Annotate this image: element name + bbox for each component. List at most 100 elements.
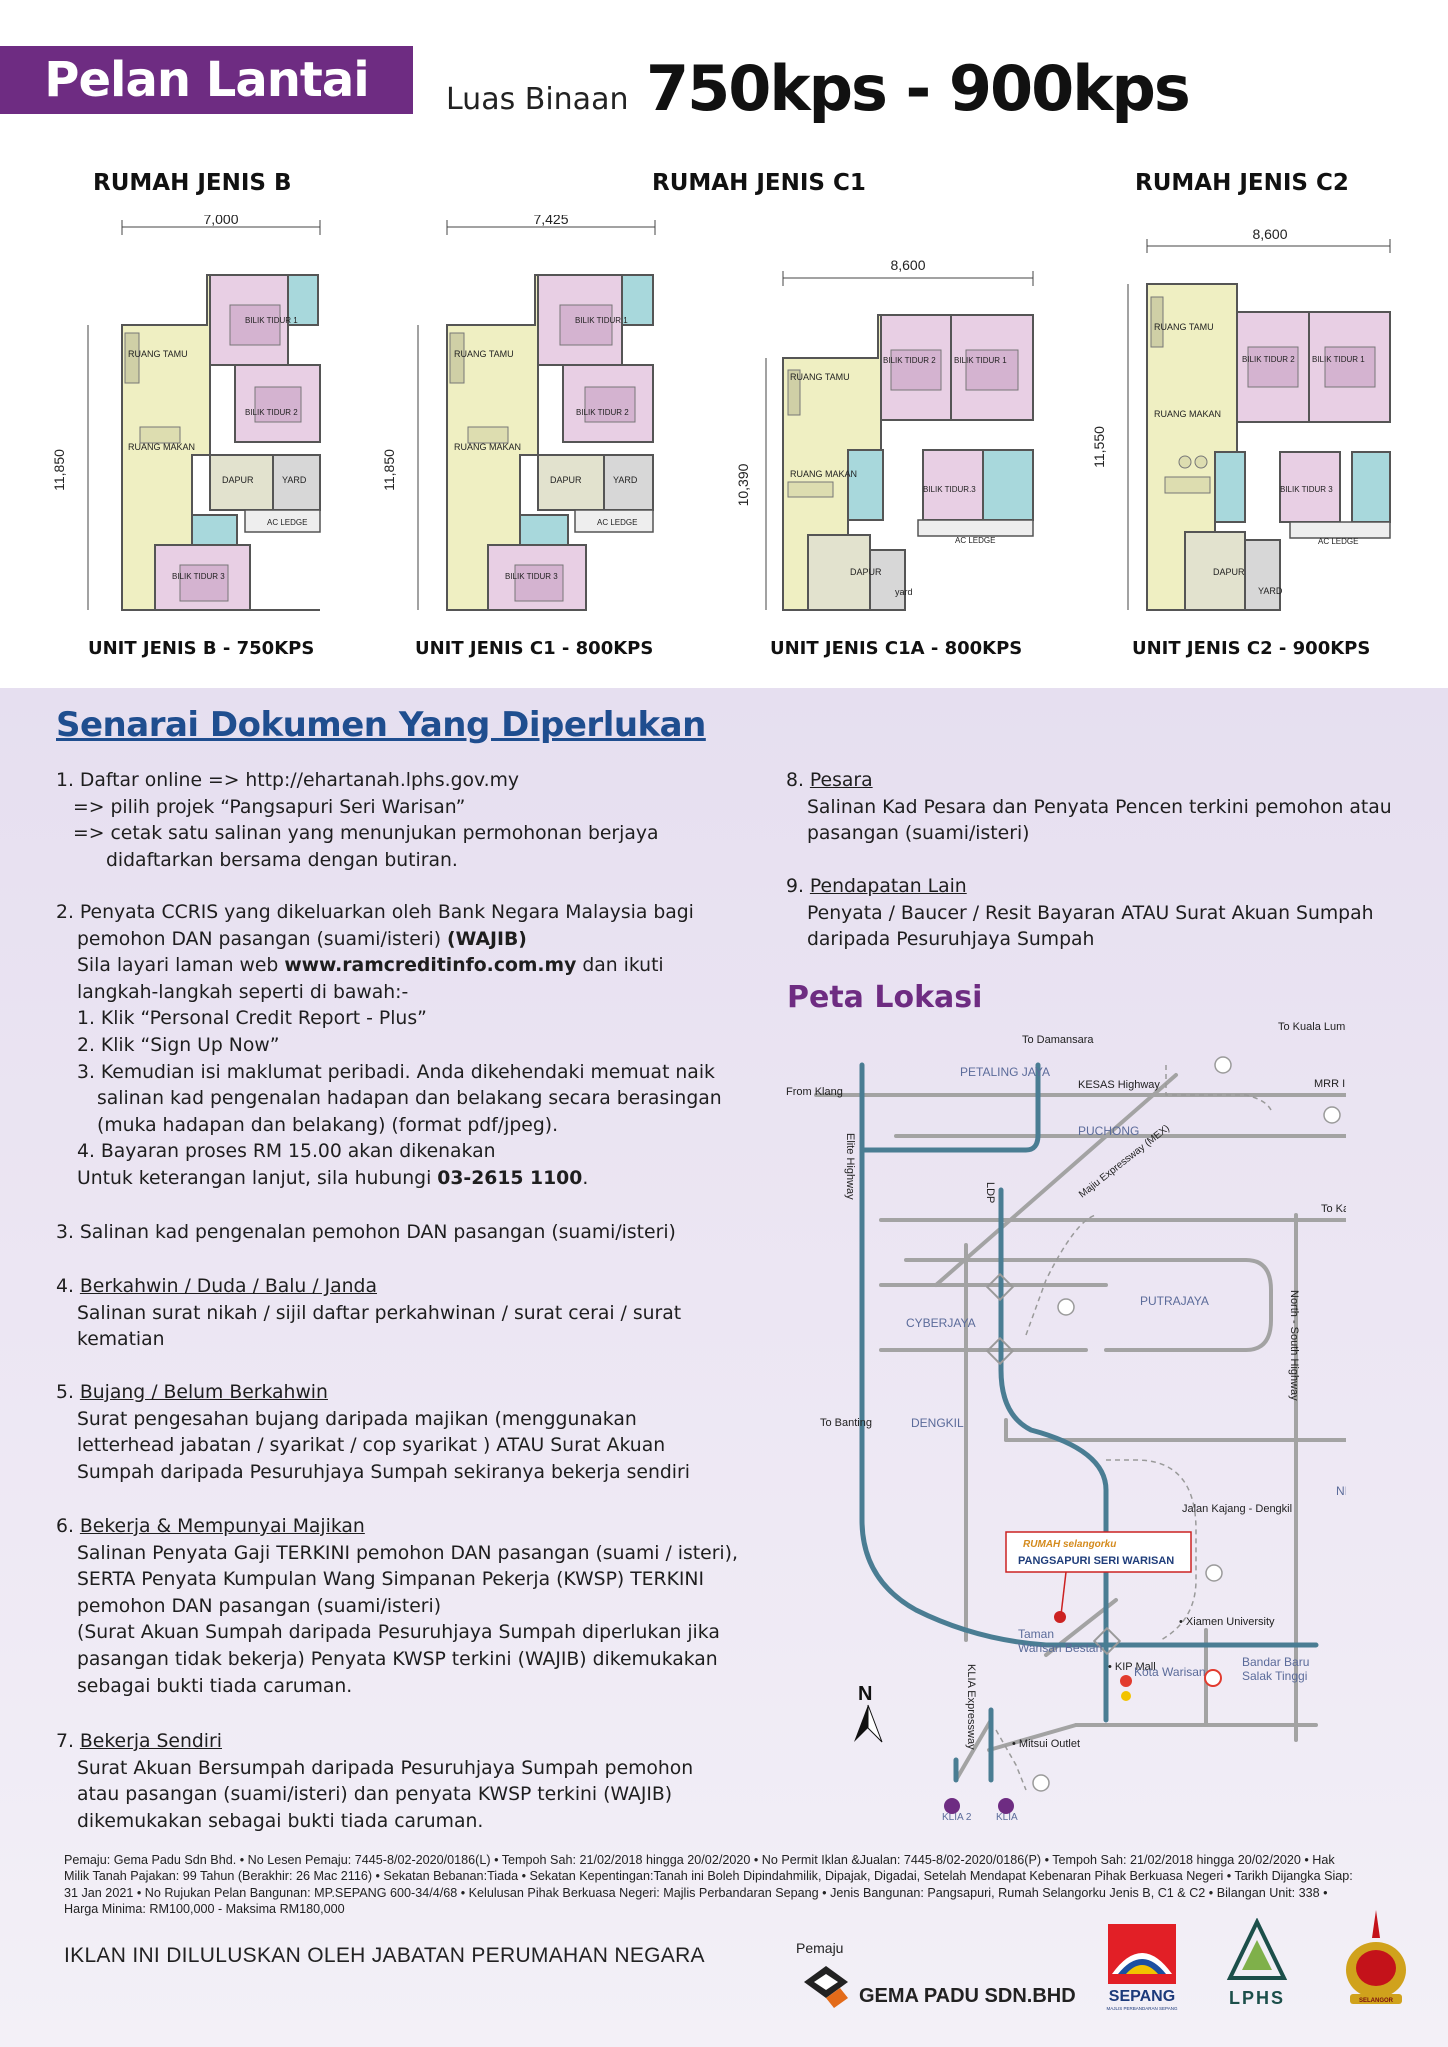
svg-text:RUANG TAMU: RUANG TAMU <box>454 349 514 359</box>
svg-text:BILIK TIDUR 2: BILIK TIDUR 2 <box>245 408 298 417</box>
header-banner <box>0 46 413 114</box>
svg-text:RUANG MAKAN: RUANG MAKAN <box>1154 409 1221 419</box>
doc-item-5: 5. Bujang / Belum Berkahwin Surat penges… <box>56 1382 690 1483</box>
svg-text:N: N <box>858 1683 872 1705</box>
svg-text:RUANG MAKAN: RUANG MAKAN <box>790 469 857 479</box>
location-map: To Damansara To Kuala Lumpur From Klang … <box>776 1020 1370 1845</box>
svg-text:SEPANG: SEPANG <box>1109 1988 1175 2005</box>
lphs-logo: LPHS <box>1222 1917 1292 2015</box>
svg-text:AC LEDGE: AC LEDGE <box>267 518 307 527</box>
selangor-crest: SELANGOR <box>1340 1908 1412 2013</box>
doc-item-7: 7. Bekerja Sendiri Surat Akuan Bersumpah… <box>56 1731 694 1832</box>
svg-text:BILIK TIDUR 1: BILIK TIDUR 1 <box>575 316 628 325</box>
floor-plan-c1a: 8,600 10,390 RUANG TAMU RUANG MAKAN BILI… <box>728 250 1058 620</box>
page-title: Pelan Lantai <box>44 52 369 108</box>
width-dim: 7,000 <box>203 215 238 227</box>
svg-text:• Mitsui Outlet: • Mitsui Outlet <box>1012 1738 1080 1750</box>
svg-text:RUMAH selangorku: RUMAH selangorku <box>1023 1539 1116 1550</box>
sepang-logo: SEPANG MAJLIS PERBANDARAN SEPANG <box>1104 1922 1180 2017</box>
svg-text:YARD: YARD <box>613 475 638 485</box>
width-dim: 8,600 <box>890 257 925 273</box>
svg-text:Warisan Bestari: Warisan Bestari <box>1018 1641 1102 1655</box>
floor-plan-c1: 7,425 11,850 RUANG TAMU RUANG MAKAN BILI… <box>380 215 665 620</box>
svg-text:PETALING JAYA: PETALING JAYA <box>960 1065 1050 1079</box>
svg-text:yard: yard <box>895 587 913 597</box>
svg-text:From Klang: From Klang <box>786 1086 843 1098</box>
svg-text:MRR II: MRR II <box>1314 1078 1346 1090</box>
doc-item-8: 8. Pesara Salinan Kad Pesara dan Penyata… <box>786 770 1392 845</box>
svg-text:Kota Warisan: Kota Warisan <box>1134 1665 1206 1679</box>
svg-text:PUTRAJAYA: PUTRAJAYA <box>1140 1294 1209 1308</box>
svg-text:To Damansara: To Damansara <box>1022 1034 1094 1046</box>
svg-text:BILIK TIDUR 3: BILIK TIDUR 3 <box>505 572 558 581</box>
unit-caption-c2: UNIT JENIS C2 - 900KPS <box>1132 638 1371 659</box>
svg-text:Elite Highway: Elite Highway <box>844 1133 856 1200</box>
svg-text:North - South Highway: North - South Highway <box>1288 1290 1300 1401</box>
documents-section-bg <box>0 688 1448 2047</box>
developer-label: Pemaju <box>796 1940 844 1956</box>
svg-text:RUANG TAMU: RUANG TAMU <box>128 349 188 359</box>
svg-text:BILIK TIDUR 2: BILIK TIDUR 2 <box>576 408 629 417</box>
height-dim: 10,390 <box>735 463 751 506</box>
svg-text:• KIP Mall: • KIP Mall <box>1108 1661 1156 1673</box>
doc-item-4: 4. Berkahwin / Duda / Balu / Janda Salin… <box>56 1276 682 1351</box>
width-dim: 7,425 <box>533 215 568 227</box>
unit-caption-b: UNIT JENIS B - 750KPS <box>88 638 315 659</box>
doc-item-2: 2. Penyata CCRIS yang dikeluarkan oleh B… <box>56 902 722 1189</box>
type-title-c1: RUMAH JENIS C1 <box>652 170 866 196</box>
fine-print: Pemaju: Gema Padu Sdn Bhd. • No Lesen Pe… <box>64 1853 1353 1916</box>
svg-text:BILIK TIDUR 1: BILIK TIDUR 1 <box>954 356 1007 365</box>
unit-caption-c1a: UNIT JENIS C1A - 800KPS <box>770 638 1023 659</box>
svg-text:To Kuala Lumpur: To Kuala Lumpur <box>1278 1021 1346 1033</box>
svg-text:BILIK TIDUR 2: BILIK TIDUR 2 <box>883 356 936 365</box>
svg-text:SELANGOR: SELANGOR <box>1359 1998 1394 2004</box>
height-dim: 11,850 <box>51 449 67 491</box>
svg-text:AC LEDGE: AC LEDGE <box>955 536 995 545</box>
built-up-label: Luas Binaan <box>446 82 629 117</box>
svg-text:DAPUR: DAPUR <box>1213 567 1245 577</box>
svg-text:DAPUR: DAPUR <box>850 567 882 577</box>
svg-text:AC LEDGE: AC LEDGE <box>1318 537 1358 546</box>
svg-text:CYBERJAYA: CYBERJAYA <box>906 1316 976 1330</box>
svg-text:KLIA Expressway: KLIA Expressway <box>965 1664 977 1750</box>
svg-text:BILIK TIDUR.3: BILIK TIDUR.3 <box>923 485 976 494</box>
built-up-size: 750kps - 900kps <box>646 52 1191 125</box>
svg-text:DAPUR: DAPUR <box>550 475 582 485</box>
svg-text:RUANG TAMU: RUANG TAMU <box>790 372 850 382</box>
svg-text:PUCHONG: PUCHONG <box>1078 1124 1139 1138</box>
svg-text:To Kajang: To Kajang <box>1321 1203 1346 1215</box>
height-dim: 11,550 <box>1091 426 1107 468</box>
svg-text:BILIK TIDUR 3: BILIK TIDUR 3 <box>1280 485 1333 494</box>
svg-text:Bandar Baru: Bandar Baru <box>1242 1655 1309 1669</box>
svg-text:LPHS: LPHS <box>1229 1988 1285 2008</box>
svg-text:BILIK TIDUR 3: BILIK TIDUR 3 <box>172 572 225 581</box>
svg-text:AC LEDGE: AC LEDGE <box>597 518 637 527</box>
unit-caption-c1: UNIT JENIS C1 - 800KPS <box>415 638 654 659</box>
type-title-c2: RUMAH JENIS C2 <box>1135 170 1349 196</box>
width-dim: 8,600 <box>1252 226 1287 242</box>
documents-title: Senarai Dokumen Yang Diperlukan <box>56 705 706 745</box>
svg-text:To Banting: To Banting <box>820 1417 872 1429</box>
svg-text:RUANG MAKAN: RUANG MAKAN <box>128 442 195 452</box>
floor-plan-c2: 8,600 11,550 RUANG TAMU RUANG MAKAN BILI… <box>1090 222 1400 620</box>
svg-text:PANGSAPURI SERI WARISAN: PANGSAPURI SERI WARISAN <box>1018 1555 1174 1567</box>
height-dim: 11,850 <box>381 449 397 491</box>
svg-text:DAPUR: DAPUR <box>222 475 254 485</box>
svg-text:NILAI: NILAI <box>1336 1484 1346 1498</box>
doc-item-1: 1. Daftar online => http://ehartanah.lph… <box>56 770 659 871</box>
svg-text:BILIK TIDUR 1: BILIK TIDUR 1 <box>245 316 298 325</box>
doc-item-9: 9. Pendapatan Lain Penyata / Baucer / Re… <box>786 876 1374 951</box>
developer-name: GEMA PADU SDN.BHD <box>859 1985 1076 2007</box>
svg-text:• Xiamen University: • Xiamen University <box>1179 1616 1275 1628</box>
svg-text:KLIA: KLIA <box>996 1812 1018 1823</box>
svg-text:Salak Tinggi: Salak Tinggi <box>1242 1669 1307 1683</box>
doc-item-6: 6. Bekerja & Mempunyai Majikan Salinan P… <box>56 1516 738 1697</box>
type-title-b: RUMAH JENIS B <box>93 170 292 196</box>
svg-text:KLIA 2: KLIA 2 <box>942 1812 972 1823</box>
svg-text:BILIK TIDUR 2: BILIK TIDUR 2 <box>1242 355 1295 364</box>
svg-text:Taman: Taman <box>1018 1627 1054 1641</box>
svg-text:BILIK TIDUR 1: BILIK TIDUR 1 <box>1312 355 1365 364</box>
svg-text:RUANG TAMU: RUANG TAMU <box>1154 322 1214 332</box>
svg-text:Jalan Kajang - Dengkil: Jalan Kajang - Dengkil <box>1182 1503 1292 1515</box>
svg-text:RUANG MAKAN: RUANG MAKAN <box>454 442 521 452</box>
